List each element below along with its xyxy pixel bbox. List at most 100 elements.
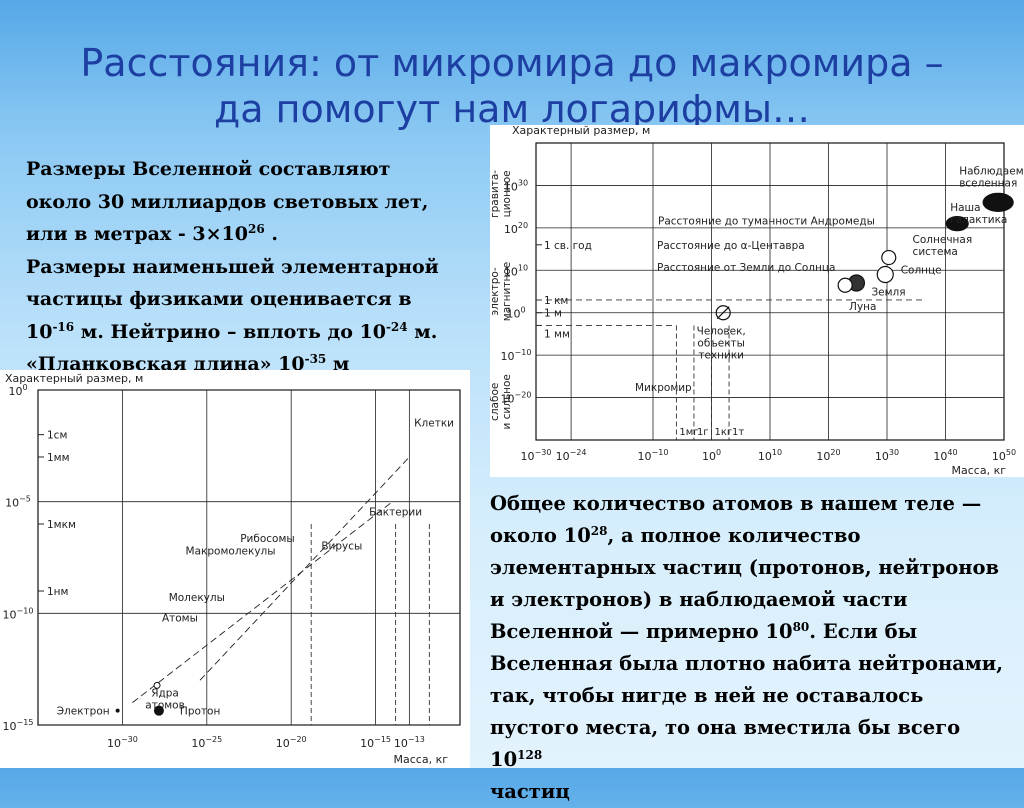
annotation-microworld: Микромир xyxy=(635,382,692,394)
x-tick-label: 10−20 xyxy=(276,735,307,750)
page-title: Расстояния: от микромира до макромира – … xyxy=(0,40,1024,132)
data-point-label: Клетки xyxy=(414,417,454,429)
y-tick-label: 10−15 xyxy=(3,718,34,733)
data-point-label: Молекулы xyxy=(169,592,225,604)
y-tick-label: 1010 xyxy=(504,263,528,278)
nucleus-point xyxy=(153,681,161,689)
y-marker-label: 1мм xyxy=(47,452,70,464)
text-line: Вселенной — примерно 1080. Если бы xyxy=(490,620,918,643)
x-tick-label: 10−30 xyxy=(521,448,552,463)
x-tick-label: 1010 xyxy=(758,448,782,463)
atoms-count-text: Общее количество атомов в нашем теле — о… xyxy=(490,488,1015,808)
annotation-andromeda: Расстояние до туманности Андромеды xyxy=(658,215,875,227)
interaction-region-label: слабоеи сильное xyxy=(490,374,513,429)
text-line: частицы физиками оценивается в xyxy=(26,288,412,310)
text-line: элементарных частиц (протонов, нейтронов xyxy=(490,556,1000,579)
macro-chart-svg: 10−30 10−24 10−10 100 1010 1020 1030 1040 1050 10… xyxy=(446,124,1024,477)
y-tick-label: 1030 xyxy=(504,178,528,193)
text-line: пустого места, то она вместила бы всего … xyxy=(490,716,961,771)
title-line-2: да помогут нам логарифмы… xyxy=(214,87,810,131)
x-tick-label: 100 xyxy=(702,448,721,463)
data-point xyxy=(876,265,894,284)
y-tick-label: 1020 xyxy=(504,221,528,236)
annotation-alpha-centauri: Расстояние до α-Центавра xyxy=(657,240,805,252)
y-marker-label: 1 мм xyxy=(544,328,570,340)
y-marker-label: 1 св. год xyxy=(544,240,592,252)
mass-marker-label: 1т xyxy=(732,427,744,438)
text-line: около 30 миллиардов световых лет, xyxy=(26,190,429,213)
data-point-label: Рибосомы xyxy=(240,533,294,545)
text-line: 10-16 м. Нейтрино – вплоть до 10-24 м. xyxy=(26,319,438,343)
y-tick-label: 10−20 xyxy=(501,391,532,406)
data-point xyxy=(945,216,969,232)
annotation-earth-sun: Расстояние от Земли до Солнца xyxy=(657,262,835,274)
data-point-label: Бактерии xyxy=(369,507,422,519)
data-point xyxy=(837,277,853,293)
interaction-region-label: электро-магнитное xyxy=(490,262,513,321)
title-line-1: Расстояния: от микромира до макромира – xyxy=(80,41,944,85)
y-marker-label: 1см xyxy=(47,430,67,442)
x-axis-label: Масса, кг xyxy=(394,753,449,766)
proton-point xyxy=(153,705,164,716)
data-point-label: Вирусы xyxy=(321,540,362,552)
x-tick-label: 10−15 xyxy=(360,735,391,750)
macro-world-chart: 10−30 10−24 10−10 100 1010 1020 1030 1040 1050 10… xyxy=(446,124,1024,477)
text-line: Вселенная была плотно набита нейтронами, xyxy=(490,652,1004,675)
x-tick-label: 10−24 xyxy=(556,448,587,463)
universe-size-text: Размеры Вселенной составляют около 30 ми… xyxy=(26,153,456,381)
text-line: «Планковская длина» 10-35 м xyxy=(26,352,350,375)
data-point-slash xyxy=(716,306,730,320)
plot-frame xyxy=(37,389,461,726)
y-marker-label: 1нм xyxy=(47,586,68,598)
data-point xyxy=(881,249,897,266)
text-line: около 1028, а полное количество xyxy=(490,524,861,547)
data-point-label: Протон xyxy=(180,706,220,718)
y-tick-label: 10−10 xyxy=(3,606,34,621)
mass-marker-label: 1г xyxy=(697,427,709,438)
text-line: частиц xyxy=(490,780,570,803)
y-axis-label: Характерный размер, м xyxy=(5,372,143,385)
text-line: и электронов) в наблюдаемой части xyxy=(490,588,908,611)
mass-marker-label: 1кг xyxy=(715,427,733,438)
x-tick-label: 1050 xyxy=(992,448,1016,463)
x-tick-label: 10−13 xyxy=(394,735,425,750)
y-tick-label: 100 xyxy=(8,383,27,398)
electron-point xyxy=(115,708,120,713)
data-point-label: Макромолекулы xyxy=(186,545,276,557)
x-tick-label: 10−30 xyxy=(107,735,138,750)
data-point-label: Электрон xyxy=(57,706,110,718)
y-tick-label: 100 xyxy=(506,306,525,321)
data-point-label: Атомы xyxy=(162,612,198,624)
data-point xyxy=(982,192,1014,213)
x-tick-label: 10−10 xyxy=(638,448,669,463)
y-axis-label: Характерный размер, м xyxy=(512,125,650,137)
x-tick-label: 1030 xyxy=(875,448,899,463)
y-tick-label: 10−5 xyxy=(5,495,31,510)
text-line: Общее количество атомов в нашем теле — xyxy=(490,492,982,515)
mass-marker-label: 1мг xyxy=(679,427,698,438)
text-line: или в метрах - 3×1026 . xyxy=(26,222,278,245)
y-marker-label: 1мкм xyxy=(47,519,76,531)
y-marker-label: 1 км xyxy=(544,295,568,307)
x-tick-label: 10−25 xyxy=(191,735,222,750)
y-tick-label: 10−10 xyxy=(501,348,532,363)
x-tick-label: 1020 xyxy=(816,448,840,463)
data-point xyxy=(715,305,731,321)
x-tick-label: 1040 xyxy=(933,448,957,463)
x-axis-label: Масса, кг xyxy=(952,464,1007,477)
y-marker-label: 1 м xyxy=(544,308,562,320)
data-point-label: Солнце xyxy=(901,265,942,277)
text-line: так, чтобы нигде в ней не оставалось xyxy=(490,684,924,707)
data-point-label: Луна xyxy=(849,301,876,313)
text-line: Размеры Вселенной составляют xyxy=(26,158,391,180)
text-line: Размеры наименьшей элементарной xyxy=(26,255,439,278)
interaction-region-label: гравита-ционное xyxy=(490,170,513,218)
data-point-label: Наблюдаемаявселенная xyxy=(959,166,1024,190)
trend-line xyxy=(199,456,410,681)
data-point-label: Земля xyxy=(871,286,905,298)
